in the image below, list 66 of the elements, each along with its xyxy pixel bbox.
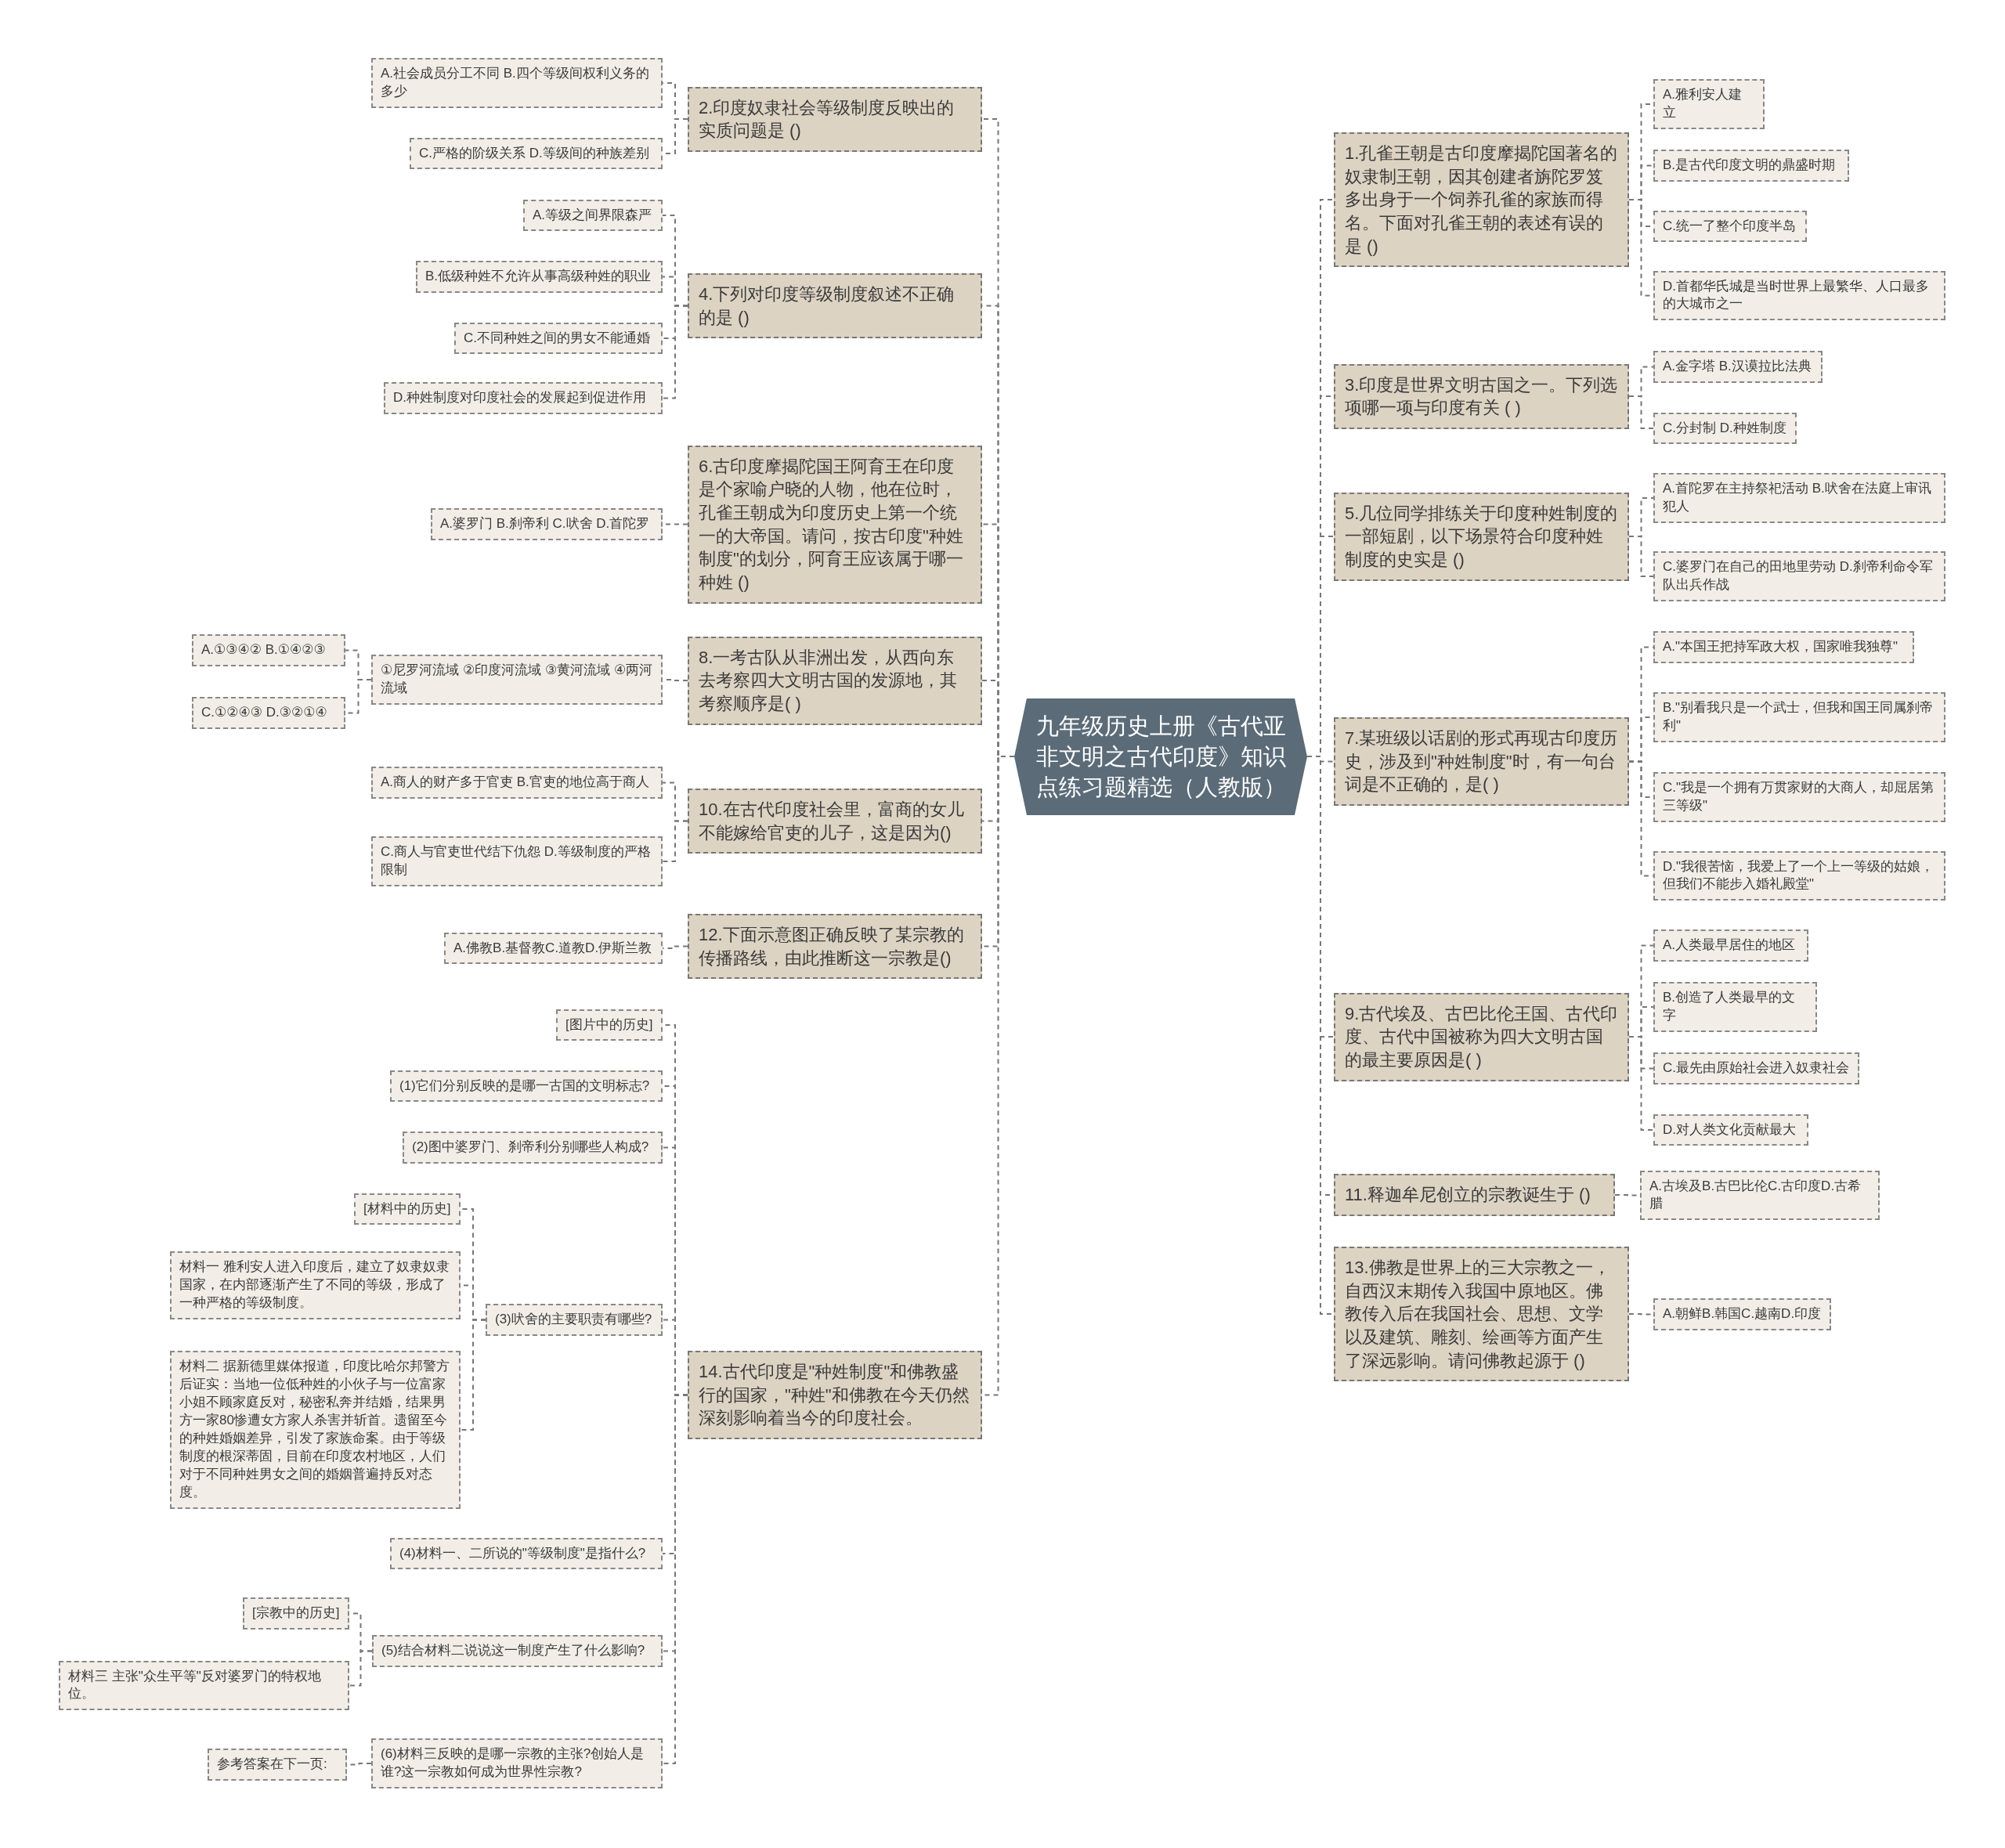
connector-line — [662, 820, 688, 862]
answer-box: A."本国王把持军政大权，国家唯我独尊" — [1653, 631, 1914, 663]
question-box: 13.佛教是世界上的三大宗教之一，自西汉末期传入我国中原地区。佛教传入后在我国社会、思想、文学以及建筑、雕刻、绘画等方面产生了深远影响。请问佛教起源于 () — [1334, 1247, 1629, 1382]
answer-box: (1)它们分别反映的是哪一古国的文明标志? — [390, 1070, 663, 1103]
question-box: 10.在古代印度社会里，富商的女儿不能嫁给官吏的儿子，这是因为() — [688, 789, 982, 854]
answer-box: A.社会成员分工不同 B.四个等级间权利义务的多少 — [371, 58, 663, 108]
answer-box: C."我是一个拥有万贯家财的大商人，却屈居第三等级" — [1653, 772, 1945, 822]
answer-box: B.创造了人类最早的文字 — [1653, 982, 1817, 1032]
question-box: 6.古印度摩揭陀国王阿育王在印度是个家喻户晓的人物，他在位时，孔雀王朝成为印度历史上第一个统一的大帝国。请问，按古印度"种姓制度"的划分，阿育王应该属于哪一种姓 () — [688, 445, 982, 604]
question-box: 14.古代印度是"种姓制度"和佛教盛行的国家，"种姓"和佛教在今天仍然深刻影响着当今的印度社会。 — [688, 1351, 982, 1440]
answer-box: C.分封制 D.种姓制度 — [1653, 412, 1797, 445]
answer-box: (6)材料三反映的是哪一宗教的主张?创始人是谁?这一宗教如何成为世界性宗教? — [371, 1738, 663, 1788]
answer-box: [宗教中的历史] — [243, 1597, 349, 1630]
question-box: 12.下面示意图正确反映了某宗教的传播路线，由此推断这一宗教是() — [688, 914, 982, 980]
answer-box: B.是古代印度文明的鼎盛时期 — [1653, 150, 1849, 182]
answer-box: (4)材料一、二所说的"等级制度"是指什么? — [390, 1537, 663, 1570]
answer-box: B."别看我只是一个武士，但我和国王同属刹帝利" — [1653, 692, 1945, 742]
answer-box: (5)结合材料二说说这一制度产生了什么影响? — [372, 1635, 663, 1667]
answer-box: 材料一 雅利安人进入印度后，建立了奴隶奴隶国家，在内部逐渐产生了不同的等级，形成了一种严格的等级制度。 — [170, 1251, 461, 1319]
connector-line — [1628, 536, 1654, 577]
connector-line — [1628, 395, 1654, 429]
question-box: 3.印度是世界文明古国之一。下列选项哪一项与印度有关 ( ) — [1334, 363, 1629, 429]
question-box: 11.释迦牟尼创立的宗教诞生于 () — [1334, 1174, 1615, 1216]
answer-box: A.金字塔 B.汉谟拉比法典 — [1653, 351, 1823, 383]
connector-line — [349, 1650, 373, 1687]
answer-box: C.最先由原始社会进入奴隶社会 — [1653, 1052, 1859, 1085]
answer-box: 参考答案在下一页: — [208, 1749, 347, 1781]
answer-box: A.朝鲜B.韩国C.越南D.印度 — [1653, 1298, 1831, 1330]
answer-box: ①尼罗河流域 ②印度河流域 ③黄河流域 ④两河流域 — [371, 655, 663, 705]
question-box: 2.印度奴隶社会等级制度反映出的实质问题是 () — [688, 86, 982, 152]
answer-box: D.种姓制度对印度社会的发展起到促进作用 — [384, 382, 663, 414]
answer-box: A.古埃及B.古巴比伦C.古印度D.古希腊 — [1640, 1170, 1880, 1221]
answer-box: C.婆罗门在自己的田地里劳动 D.刹帝利命令军队出兵作战 — [1653, 551, 1945, 601]
question-box: 7.某班级以话剧的形式再现古印度历史，涉及到"种姓制度"时，有一句台词是不正确的，是( ) — [1334, 717, 1629, 807]
answer-box: B.低级种姓不允许从事高级种姓的职业 — [416, 261, 663, 293]
answer-box: A.首陀罗在主持祭祀活动 B.吠舍在法庭上审讯犯人 — [1653, 473, 1945, 523]
connector-line — [1628, 1036, 1654, 1131]
answer-box: D.首都华氏城是当时世界上最繁华、人口最多的大城市之一 — [1653, 270, 1945, 321]
answer-box: (2)图中婆罗门、刹帝利分别哪些人构成? — [403, 1132, 663, 1164]
answer-box: A.商人的财产多于官吏 B.官吏的地位高于商人 — [371, 767, 663, 799]
answer-box: C.商人与官吏世代结下仇怨 D.等级制度的严格限制 — [371, 836, 663, 886]
answer-box: A.人类最早居住的地区 — [1653, 929, 1808, 962]
answer-box: C.严格的阶级关系 D.等级间的种族差别 — [410, 137, 663, 170]
question-box: 1.孔雀王朝是古印度摩揭陀国著名的奴隶制王朝，因其创建者旃陀罗笈多出身于一个饲养孔雀的家族而得名。下面对孔雀王朝的表述有误的是 () — [1334, 132, 1629, 268]
answer-box: [图片中的历史] — [556, 1009, 663, 1041]
question-box: 8.一考古队从非洲出发，从西向东去考察四大文明古国的发源地，其考察顺序是( ) — [688, 636, 982, 725]
answer-box: A.佛教B.基督教C.道教D.伊斯兰教 — [444, 932, 663, 965]
answer-box: A.①③④② B.①④②③ — [192, 634, 345, 666]
answer-box: C.①②④③ D.③②①④ — [192, 697, 345, 729]
question-box: 9.古代埃及、古巴比伦王国、古代印度、古代中国被称为四大文明古国的最主要原因是( ) — [1334, 992, 1629, 1081]
central-topic: 九年级历史上册《古代亚非文明之古代印度》知识点练习题精选（人教版） — [1014, 698, 1307, 815]
connector-line — [460, 1319, 486, 1431]
question-box: 4.下列对印度等级制度叙述不正确的是 () — [688, 273, 982, 339]
answer-box: A.等级之间界限森严 — [523, 199, 663, 232]
question-box: 5.几位同学排练关于印度种姓制度的一部短剧，以下场景符合印度种姓制度的史实是 () — [1334, 492, 1629, 581]
answer-box: D.对人类文化贡献最大 — [1653, 1113, 1808, 1146]
answer-box: 材料二 据新德里媒体报道，印度比哈尔邦警方后证实：当地一位低种姓的小伙子与一位富家小姐不顾家庭反对，秘密私奔并结婚，结果男方一家80惨遭女方家人杀害并斩首。遗留至今的种姓婚姻差异，引发了家族命案。由于等级制度的根深蒂固，目前在印度农村地区，人们对于不同种姓男女之间的婚姻普遍持反对态度。 — [170, 1351, 461, 1509]
answer-box: A.婆罗门 B.刹帝利 C.吠舍 D.首陀罗 — [431, 508, 663, 540]
connector-line — [662, 305, 688, 399]
answer-box: D."我很苦恼，我爱上了一个上一等级的姑娘，但我们不能步入婚礼殿堂" — [1653, 850, 1945, 901]
answer-box: C.统一了整个印度半岛 — [1653, 210, 1807, 243]
answer-box: 材料三 主张"众生平等"反对婆罗门的特权地位。 — [59, 1660, 349, 1711]
answer-box: A.雅利安人建立 — [1653, 79, 1765, 129]
answer-box: (3)吠舍的主要职责有哪些? — [486, 1304, 663, 1336]
answer-box: [材料中的历史] — [354, 1193, 461, 1225]
answer-box: C.不同种姓之间的男女不能通婚 — [454, 322, 663, 355]
